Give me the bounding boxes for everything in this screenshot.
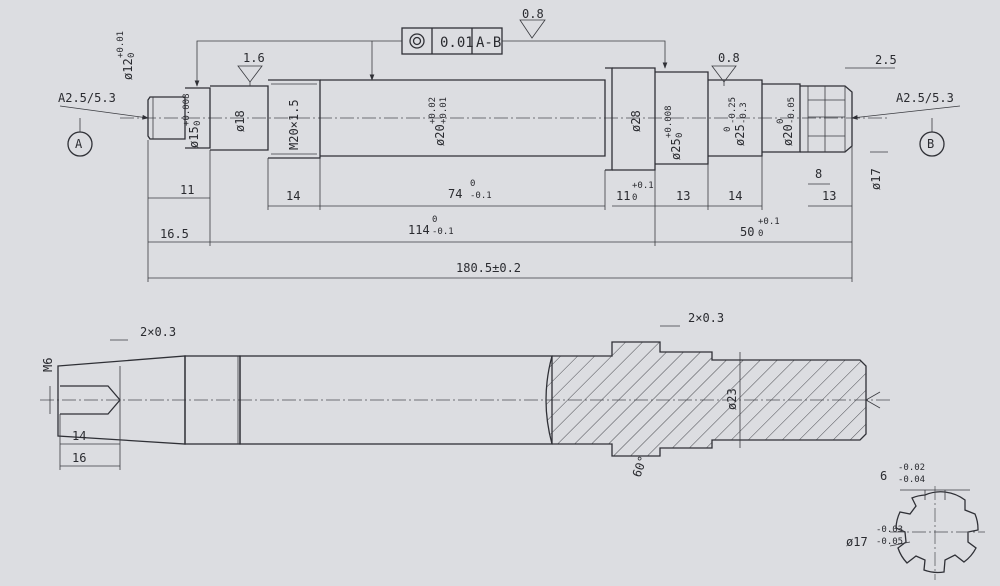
svg-text:+0.1: +0.1 (758, 217, 780, 227)
spline-detail: 6 -0.02 -0.04 ø17 -0.03 -0.05 (846, 463, 985, 580)
svg-text:+0.008: +0.008 (182, 93, 192, 126)
svg-text:+0.02: +0.02 (428, 97, 438, 124)
svg-text:-0.1: -0.1 (470, 191, 492, 201)
spline-dia-label: ø17 (846, 535, 868, 549)
runout-symbol-icon (409, 33, 425, 49)
svg-text:+0.01: +0.01 (439, 97, 449, 124)
roughness-right: 0.8 (711, 51, 740, 86)
svg-text:16: 16 (72, 451, 86, 465)
svg-text:0: 0 (632, 193, 637, 203)
svg-text:0: 0 (127, 53, 137, 58)
svg-text:ø28: ø28 (629, 110, 643, 132)
svg-text:ø25: ø25 (733, 124, 747, 146)
spline-width-label: 6 (880, 469, 887, 483)
svg-text:B: B (927, 137, 934, 151)
roughness-left-value: 1.6 (243, 51, 265, 65)
roughness-right-value: 0.8 (718, 51, 740, 65)
roughness-left: 1.6 (237, 51, 265, 86)
tolerance-value: 0.01 (440, 35, 474, 51)
tolerance-datum: A-B (476, 35, 501, 51)
roughness-top: 0.8 (519, 7, 546, 39)
svg-text:+0.01: +0.01 (116, 31, 126, 58)
svg-text:-0.05: -0.05 (876, 537, 903, 547)
svg-text:ø25: ø25 (669, 138, 683, 160)
svg-text:ø20: ø20 (433, 124, 447, 146)
svg-text:M20×1.5: M20×1.5 (287, 99, 301, 150)
svg-text:14: 14 (286, 189, 300, 203)
datum-b: B A2.5/5.3 (851, 91, 961, 157)
svg-text:11: 11 (616, 189, 630, 203)
svg-text:74: 74 (448, 187, 462, 201)
svg-text:ø20: ø20 (781, 124, 795, 146)
tolerance-frame: 0.01 A-B (194, 27, 668, 87)
svg-text:-0.02: -0.02 (898, 463, 925, 473)
svg-text:ø18: ø18 (233, 110, 247, 132)
svg-text:ø15: ø15 (187, 126, 201, 148)
chamfer-right-label: 2×0.3 (688, 311, 724, 325)
section-annotations: 2×0.3 2×0.3 M6 14 16 ø23 60° (41, 311, 741, 479)
svg-text:0: 0 (776, 119, 786, 124)
chamfer-left-label: 2×0.3 (140, 325, 176, 339)
svg-text:0: 0 (193, 121, 203, 126)
svg-text:0: 0 (675, 133, 685, 138)
svg-text:-0.3: -0.3 (739, 102, 749, 124)
length-dimensions: 11 14 74 0 -0.1 11 +0.1 0 13 14 8 13 2.5… (147, 53, 897, 282)
svg-text:ø12: ø12 (121, 58, 135, 80)
svg-text:ø17: ø17 (869, 168, 883, 190)
svg-text:0: 0 (432, 215, 437, 225)
svg-text:2.5: 2.5 (875, 53, 897, 67)
svg-text:16.5: 16.5 (160, 227, 189, 241)
svg-text:A: A (75, 137, 83, 151)
svg-text:-0.25: -0.25 (728, 97, 738, 124)
shaft-top-view (120, 67, 890, 171)
svg-text:50: 50 (740, 225, 754, 239)
svg-text:0: 0 (723, 127, 733, 132)
shaft-section-view (40, 341, 890, 457)
svg-text:-0.03: -0.03 (876, 525, 903, 535)
thread-m6-label: M6 (41, 358, 55, 372)
d23-label: ø23 (725, 388, 739, 410)
svg-text:14: 14 (72, 429, 86, 443)
svg-text:+0.1: +0.1 (632, 181, 654, 191)
diameter-labels: ø12 +0.01 0 ø15 +0.008 0 ø18 M20×1.5 ø20… (116, 31, 888, 190)
svg-text:0: 0 (758, 229, 763, 239)
left-center-drill-label: A2.5/5.3 (58, 91, 116, 105)
svg-text:13: 13 (822, 189, 836, 203)
svg-text:114: 114 (408, 223, 430, 237)
svg-text:+0.008: +0.008 (664, 105, 674, 138)
svg-text:14: 14 (728, 189, 742, 203)
svg-text:13: 13 (676, 189, 690, 203)
svg-text:-0.1: -0.1 (432, 227, 454, 237)
svg-text:11: 11 (180, 183, 194, 197)
total-length: 180.5±0.2 (456, 261, 521, 275)
svg-text:-0.04: -0.04 (898, 475, 925, 485)
right-center-drill-label: A2.5/5.3 (896, 91, 954, 105)
angle-label: 60° (630, 454, 651, 479)
datum-a: A A2.5/5.3 (58, 91, 149, 157)
svg-text:-0.05: -0.05 (787, 97, 797, 124)
svg-text:0: 0 (470, 179, 475, 189)
roughness-top-value: 0.8 (522, 7, 544, 21)
svg-text:8: 8 (815, 167, 822, 181)
